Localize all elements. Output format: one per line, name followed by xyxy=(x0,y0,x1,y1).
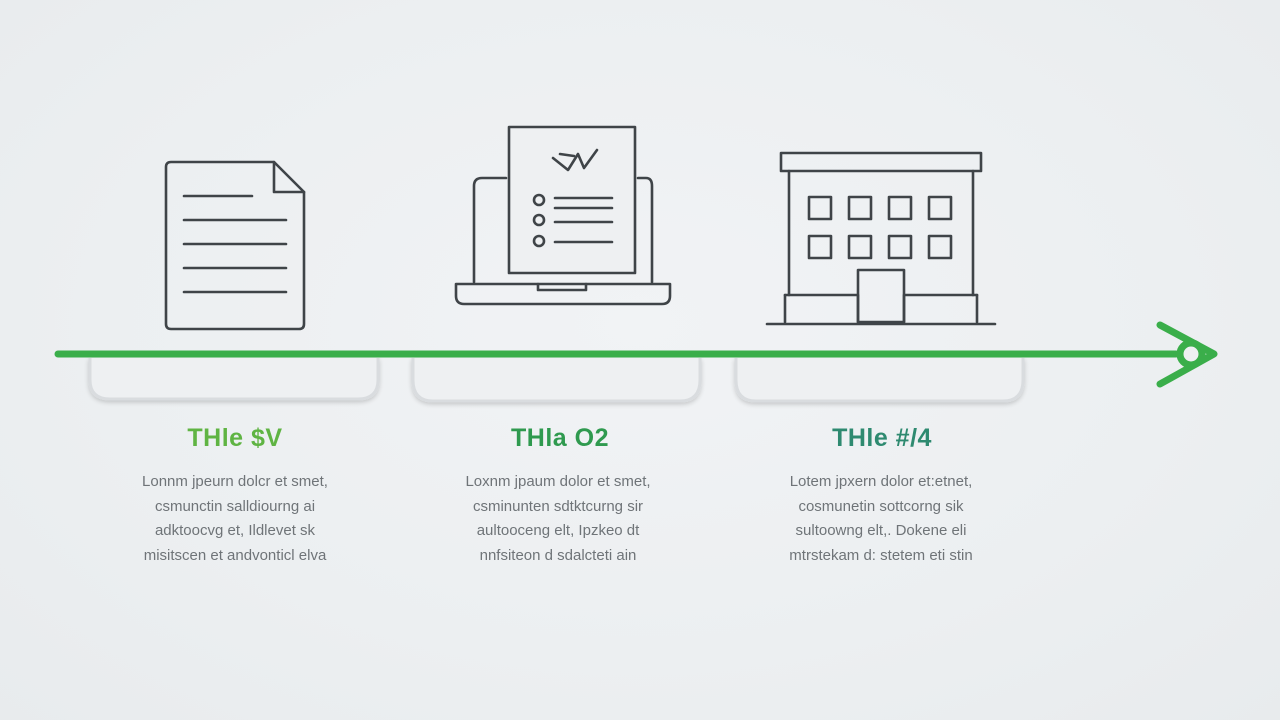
laptop-report-icon xyxy=(454,125,672,306)
step-1-description: Lonnm jpeurn dolcr et smet, csmunctin sa… xyxy=(142,473,328,564)
arrow-head-icon xyxy=(1156,321,1218,388)
step-card-3 xyxy=(734,358,1025,403)
step-3-description: Lotem jpxern dolor et:etnet, cosmunetin … xyxy=(789,473,973,564)
step-2-title: THla O2 xyxy=(511,424,609,452)
office-building-icon xyxy=(765,151,997,326)
document-icon xyxy=(164,160,306,331)
step-2-description: Loxnm jpaum dolor et smet, csminunten sd… xyxy=(465,473,651,564)
step-3-title: THle #/4 xyxy=(832,424,932,452)
step-1-title: THle $V xyxy=(187,424,283,452)
step-card-1 xyxy=(88,358,380,401)
step-card-2 xyxy=(411,358,702,403)
